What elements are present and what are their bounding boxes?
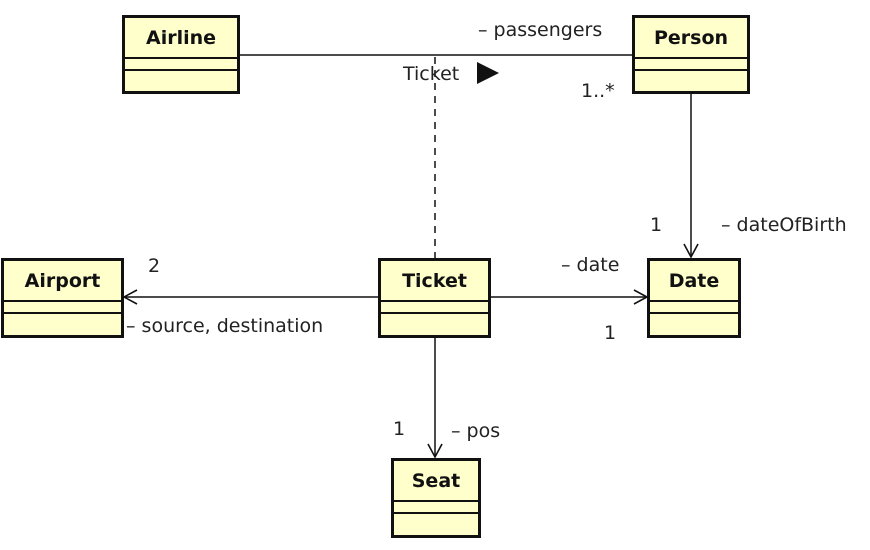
pos-multiplicity: 1 [393,418,406,440]
passengers-role-label: – passengers [478,19,603,41]
direction-triangle-icon [477,62,499,84]
class-name: Seat [394,461,478,502]
attributes-section [394,502,478,514]
association-class-label: Ticket [403,63,460,85]
class-name: Airline [125,18,237,59]
class-airport[interactable]: Airport [1,258,124,338]
date-role-label: – date [561,254,620,276]
attributes-section [635,59,747,71]
class-name: Date [650,261,738,302]
class-date[interactable]: Date [647,258,741,338]
class-name: Airport [4,261,121,302]
operations-section [635,71,747,83]
class-person[interactable]: Person [632,15,750,94]
operations-section [4,314,121,326]
date-multiplicity: 1 [604,322,617,344]
attributes-section [125,59,237,71]
attributes-section [381,302,488,314]
dob-role-label: – dateOfBirth [721,214,847,236]
class-name: Ticket [381,261,488,302]
operations-section [125,71,237,83]
airport-role-label: – source, destination [126,315,324,337]
operations-section [650,314,738,326]
operations-section [394,514,478,526]
dob-multiplicity: 1 [650,214,663,236]
airport-multiplicity: 2 [148,255,161,277]
passengers-multiplicity: 1..* [581,80,615,102]
attributes-section [4,302,121,314]
operations-section [381,314,488,326]
class-airline[interactable]: Airline [122,15,240,94]
class-seat[interactable]: Seat [391,458,481,538]
attributes-section [650,302,738,314]
pos-role-label: – pos [451,420,501,442]
class-name: Person [635,18,747,59]
class-ticket[interactable]: Ticket [378,258,491,338]
